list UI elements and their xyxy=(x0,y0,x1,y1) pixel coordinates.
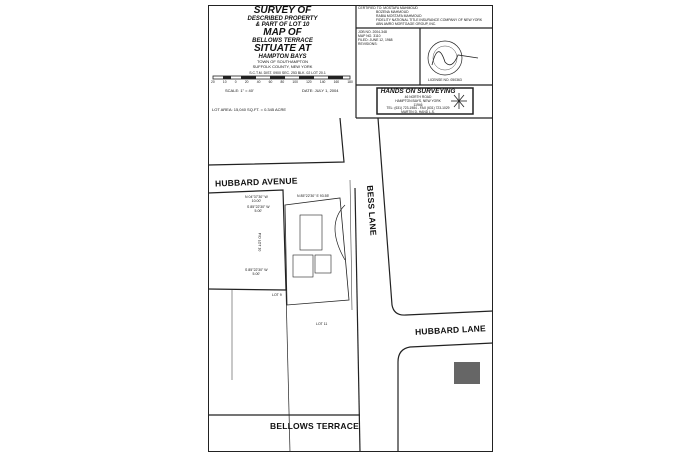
bess-lane-west-line xyxy=(354,187,361,453)
title-situate: SITUATE AT xyxy=(253,43,312,54)
hubbard-avenue-north-line xyxy=(207,117,345,166)
property-boundary xyxy=(284,197,350,306)
hubbard-lane-line xyxy=(397,342,494,452)
company-box xyxy=(376,87,474,115)
notes-block xyxy=(454,362,480,384)
certified-block: CERTIFIED TO: MOSTAFA MAHMOUD BOZENA MAH… xyxy=(358,6,483,27)
title-lot: & PART OF LOT 10 xyxy=(255,22,310,28)
signature xyxy=(431,51,479,66)
lot-area: LOT AREA: 15,040 SQ.FT. = 0.345 ACRE xyxy=(212,107,287,112)
sctm: S.C.T.M. DIST. 0900 SEC. 253 BLK. 02 LOT… xyxy=(249,71,326,75)
title-hampton: HAMPTON BAYS xyxy=(258,54,307,60)
lot-9-label: LOT 9 xyxy=(272,293,282,297)
north-arrow-icon xyxy=(451,93,467,109)
title-county: SUFFOLK COUNTY, NEW YORK xyxy=(252,64,313,69)
title-bellows: BELLOWS TERRACE xyxy=(252,38,313,44)
hubbard-avenue-south-line xyxy=(207,189,287,291)
title-survey: SURVEY OF xyxy=(253,5,312,16)
scale-bar xyxy=(212,75,351,80)
surveyor-seal xyxy=(427,40,463,76)
bess-lane-east-line xyxy=(377,117,494,316)
house-outline xyxy=(299,214,323,251)
title-map-of: MAP OF xyxy=(263,27,302,38)
company-name: HANDS ON SURVEYING xyxy=(380,88,456,95)
road-bellows-terrace: BELLOWS TERRACE xyxy=(270,421,359,431)
lot-10-label: P/O LOT 10 xyxy=(257,232,262,252)
bearing-3: N 85°22'30" E 93.55' xyxy=(297,194,330,198)
date-label: DATE: JULY 1, 2004 xyxy=(302,88,339,93)
lot-11-label: LOT 11 xyxy=(316,322,328,326)
title-described: DESCRIBED PROPERTY xyxy=(247,16,318,22)
survey-sheet xyxy=(208,5,493,452)
driveway-curve xyxy=(334,204,346,261)
scale-label: SCALE: 1" = 40' xyxy=(225,88,254,93)
title-town: TOWN OF SOUTHAMPTON xyxy=(257,59,308,64)
license-number: LICENSE NO. 050363 xyxy=(428,78,462,82)
